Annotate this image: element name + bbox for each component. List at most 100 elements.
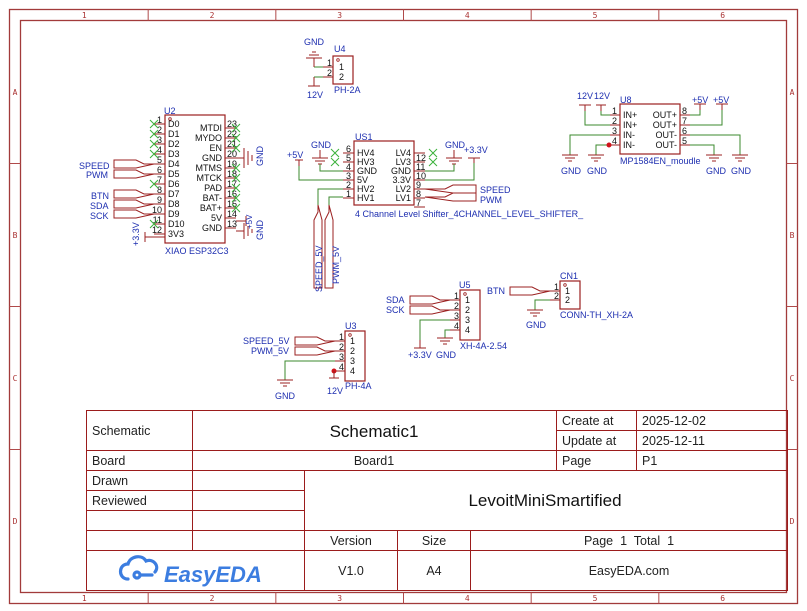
- u8-5v-b: +5V: [713, 95, 729, 105]
- pin-label: 1: [465, 295, 470, 305]
- net-pwm: PWM: [86, 170, 108, 180]
- zone-col-top: 4: [465, 11, 470, 20]
- no-connect-icon: [428, 157, 438, 167]
- pin-label: GND: [202, 223, 223, 233]
- pin-label: 2: [565, 295, 570, 305]
- us1-pwm: PWM: [480, 195, 502, 205]
- no-connect-icon: [149, 179, 159, 189]
- pin-label: D4: [168, 159, 180, 169]
- pin-label: HV4: [357, 148, 375, 158]
- title-block: Schematic Schematic1 Board Board1 Drawn …: [86, 410, 788, 591]
- pin-number: 2: [339, 342, 344, 352]
- us1-name: 4 Channel Level Shifter_4CHANNEL_LEVEL_S…: [355, 209, 584, 219]
- u3-pwm5v: PWM_5V: [251, 346, 289, 356]
- pin-number: 7: [416, 198, 421, 208]
- pin-label: HV2: [357, 184, 375, 194]
- zone-col-bottom: 2: [210, 594, 215, 603]
- us1-3v3: +3.3V: [464, 145, 488, 155]
- pin-number: 8: [682, 106, 687, 116]
- no-connect-icon: [231, 203, 241, 213]
- tb-update-value: 2025-12-11: [642, 434, 705, 448]
- component-u4[interactable]: U4 1 1 2 2 GND 12V PH-2A: [304, 37, 361, 100]
- u4-pin1: 1: [339, 62, 344, 72]
- tb-board-label: Board: [92, 454, 125, 468]
- u5-sda: SDA: [386, 295, 405, 305]
- pin-number: 2: [612, 116, 617, 126]
- us1-ref: US1: [355, 132, 373, 142]
- pin-number: 6: [346, 144, 351, 154]
- u5-sck: SCK: [386, 305, 405, 315]
- pin-label: MYDO: [195, 133, 222, 143]
- pin-number: 1: [339, 332, 344, 342]
- u4-name: PH-2A: [334, 85, 361, 95]
- u4-pin2-num: 2: [327, 68, 332, 78]
- u4-pin1-num: 1: [327, 58, 332, 68]
- net-speed: SPEED: [79, 161, 110, 171]
- zone-row-left: C: [13, 374, 18, 383]
- no-connect-icon: [231, 143, 241, 153]
- pin-label: LV1: [396, 193, 411, 203]
- u8-gnd-3: GND: [706, 166, 727, 176]
- tb-version-label: Version: [330, 534, 372, 548]
- u8-5v-a: +5V: [692, 95, 708, 105]
- tb-version-value: V1.0: [338, 564, 364, 578]
- no-connect-icon: [231, 173, 241, 183]
- pin-label: D10: [168, 219, 185, 229]
- pin-number: 1: [346, 189, 351, 199]
- tb-size-label: Size: [422, 534, 446, 548]
- tb-schematic-value: Schematic1: [330, 422, 419, 441]
- pin-label: 3V3: [168, 229, 184, 239]
- net-sck: SCK: [90, 211, 109, 221]
- u3-gnd: GND: [275, 391, 296, 401]
- no-connect-icon: [149, 129, 159, 139]
- component-u2[interactable]: U2 1D02D13D24D35D46D57D68D79D810D911D101…: [79, 106, 265, 256]
- tb-board-value: Board1: [354, 454, 394, 468]
- zone-col-bottom: 1: [82, 594, 87, 603]
- pin-label: HV3: [357, 157, 375, 167]
- pin-number: 3: [612, 126, 617, 136]
- pin-label: D2: [168, 139, 180, 149]
- no-connect-icon: [149, 219, 159, 229]
- net-flag: [113, 199, 155, 209]
- no-connect-icon: [231, 183, 241, 193]
- pin-number: 12: [416, 153, 426, 163]
- pin-number: 10: [152, 205, 162, 215]
- us1-gnd-left: GND: [311, 140, 332, 150]
- net-flag: [113, 169, 155, 179]
- no-connect-icon: [330, 148, 340, 158]
- easyeda-logo: EasyEDA: [118, 555, 262, 587]
- us1-gnd-right: GND: [445, 140, 466, 150]
- us1-speed5v: SPEED_5V: [314, 245, 324, 292]
- pin-label: 1: [565, 286, 570, 296]
- pin-label: BAT-: [203, 193, 222, 203]
- zone-col-top: 1: [82, 11, 87, 20]
- pin-label: GND: [357, 166, 378, 176]
- pin-label: LV4: [396, 148, 411, 158]
- pin-label: D7: [168, 189, 180, 199]
- u8-gnd-2: GND: [587, 166, 608, 176]
- tb-create-label: Create at: [562, 414, 614, 428]
- u4-gnd-net: GND: [304, 37, 325, 47]
- tb-size-value: A4: [426, 564, 441, 578]
- tb-site: EasyEDA.com: [589, 564, 670, 578]
- pin-number: 6: [682, 126, 687, 136]
- pin-label: 3: [350, 356, 355, 366]
- pin-label: D0: [168, 119, 180, 129]
- pin-label: IN-: [623, 140, 635, 150]
- us1-speed: SPEED: [480, 185, 511, 195]
- no-connect-icon: [231, 133, 241, 143]
- us1-pwm5v: PWM_5V: [331, 246, 341, 284]
- pin-label: 2: [350, 346, 355, 356]
- cn1-btn: BTN: [487, 286, 505, 296]
- tb-page-label: Page: [562, 454, 591, 468]
- u4-pin2: 2: [339, 72, 344, 82]
- pin-number: 3: [346, 171, 351, 181]
- pin-label: PAD: [204, 183, 222, 193]
- u3-12v: 12V: [327, 386, 343, 396]
